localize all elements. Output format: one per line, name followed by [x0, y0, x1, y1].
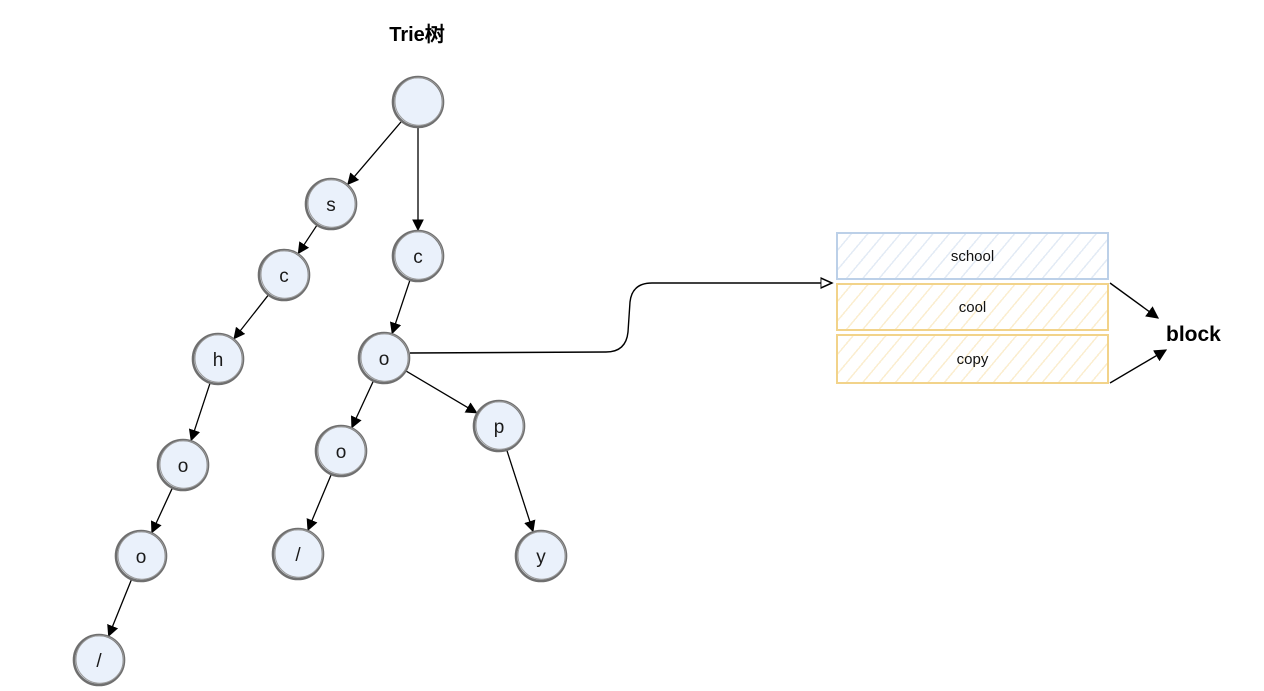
block-row-copy-text: copy: [956, 350, 989, 368]
edge-o4-term2: [306, 473, 332, 532]
trie-node-label: c: [279, 266, 289, 287]
trie-node-sketch-ring: [274, 529, 324, 578]
trie-node-sketch-ring: [394, 231, 444, 280]
trie-node-sketch-ring: [260, 250, 310, 299]
edge-root-s: [347, 120, 403, 186]
trie-node-label: o: [379, 349, 390, 370]
edge-o2-term1: [107, 578, 133, 637]
trie-node-c1: c: [257, 248, 311, 302]
trie-node-term1: /: [72, 633, 126, 687]
edge-p-y: [506, 449, 536, 533]
edge-o1-o2: [150, 487, 174, 534]
trie-node-sketch-ring: [394, 77, 444, 126]
trie-node-label: /: [295, 545, 301, 566]
edge-o3-o4: [351, 380, 375, 429]
edge-s-c1: [297, 224, 318, 255]
node-o-to-block-connector: [409, 283, 832, 354]
edge-c2-o3: [389, 279, 411, 335]
trie-node-c2: c: [391, 229, 445, 283]
trie-node-label: c: [413, 247, 423, 268]
trie-node-p: p: [472, 399, 526, 453]
block-row-cool-text: cool: [958, 298, 987, 316]
trie-node-sketch-ring: [194, 334, 244, 383]
trie-edges: [107, 120, 536, 637]
copy-to-block-arrow: [1109, 349, 1168, 384]
trie-node-label: y: [536, 547, 546, 568]
trie-node-o3: o: [357, 331, 411, 385]
block-row-copy: copy: [836, 334, 1109, 384]
edge-c1-h: [233, 294, 270, 340]
trie-node-label: o: [178, 456, 189, 477]
trie-node-sketch-ring: [75, 635, 125, 684]
trie-node-sketch-ring: [117, 531, 167, 580]
trie-node-root: [391, 75, 445, 129]
trie-node-sketch-ring: [159, 440, 209, 489]
block-label: block: [1166, 323, 1221, 346]
trie-node-label: h: [213, 350, 224, 371]
trie-node-sketch-ring: [475, 401, 525, 450]
block-connectors: [409, 282, 1168, 384]
trie-node-label: o: [336, 442, 347, 463]
trie-node-o2: o: [114, 529, 168, 583]
trie-node-label: o: [136, 547, 147, 568]
trie-node-term2: /: [271, 527, 325, 581]
edge-o3-p: [405, 370, 478, 414]
trie-node-h: h: [191, 332, 245, 386]
trie-node-sketch-ring: [517, 531, 567, 580]
trie-node-o1: o: [156, 438, 210, 492]
trie-node-o4: o: [314, 424, 368, 478]
trie-node-sketch-ring: [307, 179, 357, 228]
block-row-cool: cool: [836, 283, 1109, 331]
trie-node-label: /: [96, 651, 102, 672]
edge-h-o1: [188, 382, 211, 442]
trie-node-label: s: [326, 195, 336, 216]
trie-node-y: y: [514, 529, 568, 583]
trie-node-label: p: [494, 417, 505, 438]
diagram-title: Trie树: [389, 24, 445, 46]
trie-node-s: s: [304, 177, 358, 231]
cool-to-block-arrow: [1109, 282, 1160, 319]
trie-nodes: s c h o o / c o o / p y: [72, 75, 568, 687]
trie-node-sketch-ring: [317, 426, 367, 475]
block-row-school-text: school: [950, 247, 995, 265]
block-row-school: school: [836, 232, 1109, 280]
trie-node-sketch-ring: [360, 333, 410, 382]
